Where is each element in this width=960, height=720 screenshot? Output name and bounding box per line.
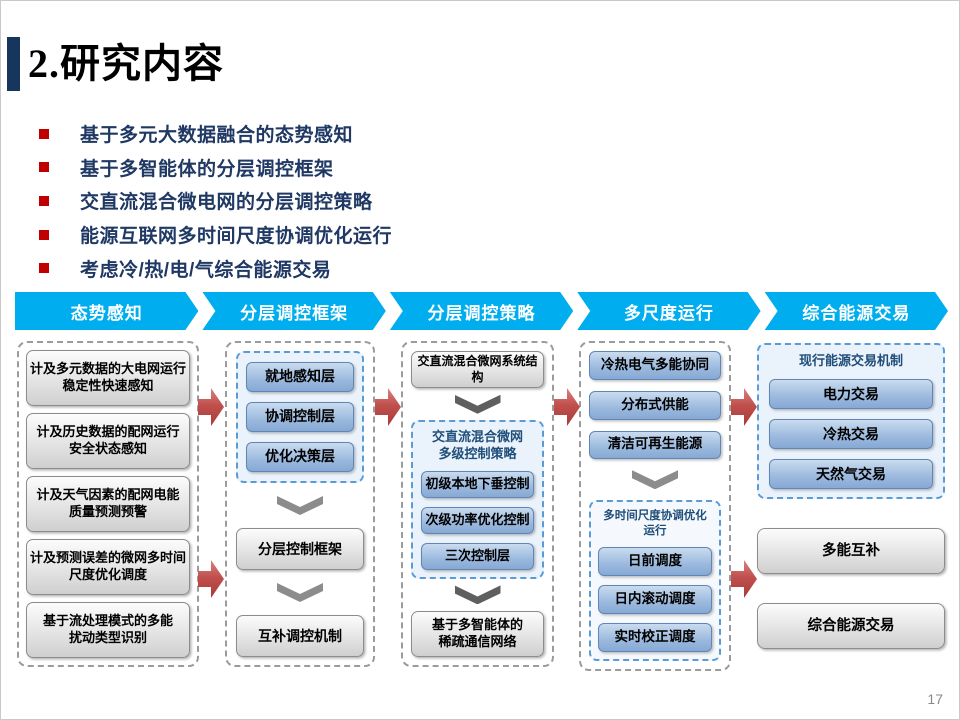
chevron-down-icon bbox=[454, 585, 501, 605]
flow-box: 计及天气因素的配网电能 质量预测预警 bbox=[26, 476, 190, 532]
page-number: 17 bbox=[927, 691, 943, 707]
flow-box: 多能互补 bbox=[757, 528, 945, 575]
flow-box: 协调控制层 bbox=[246, 402, 354, 432]
group-title: 多时间尺度协调优化运行 bbox=[603, 510, 707, 537]
banner-stage-trading: 综合能源交易 bbox=[765, 292, 948, 330]
flow-box: 初级本地下垂控制 bbox=[421, 470, 534, 498]
red-arrow-icon bbox=[731, 560, 757, 598]
bullet-item: 基于多元大数据融合的态势感知 bbox=[39, 117, 392, 151]
bullet-marker bbox=[39, 195, 49, 206]
bullet-list: 基于多元大数据融合的态势感知 基于多智能体的分层调控框架 交直流混合微电网的分层… bbox=[39, 117, 392, 285]
flow-box: 互补调控机制 bbox=[236, 615, 364, 657]
flow-box: 基于流处理模式的多能 扰动类型识别 bbox=[26, 602, 190, 658]
flow-box: 计及预测误差的微网多时间 尺度优化调度 bbox=[26, 539, 190, 595]
red-arrow-icon bbox=[375, 388, 401, 426]
banner-stage-label: 态势感知 bbox=[70, 303, 143, 323]
column-control-strategy: 交直流混合微网系统结构 交直流混合微网 多级控制策略 初级本地下垂控制 次级功率… bbox=[401, 341, 554, 667]
layer-group: 就地感知层 协调控制层 优化决策层 bbox=[236, 351, 364, 483]
bullet-marker bbox=[39, 229, 49, 240]
column-multiscale-operation: 冷热电气多能协同 分布式供能 清洁可再生能源 多时间尺度协调优化运行 日前调度 … bbox=[579, 341, 731, 671]
flow-box: 综合能源交易 bbox=[757, 603, 945, 650]
bullet-item: 能源互联网多时间尺度协调优化运行 bbox=[39, 218, 392, 252]
flow-box: 实时校正调度 bbox=[598, 623, 712, 652]
bullet-text: 交直流混合微电网的分层调控策略 bbox=[80, 192, 373, 214]
banner-stage-operation: 多尺度运行 bbox=[577, 292, 760, 330]
bullet-text: 基于多智能体的分层调控框架 bbox=[80, 158, 334, 180]
banner-stage-label: 综合能源交易 bbox=[802, 303, 911, 323]
column-control-framework: 就地感知层 协调控制层 优化决策层 分层控制框架 互补调控机制 bbox=[225, 341, 375, 667]
bullet-item: 交直流混合微电网的分层调控策略 bbox=[39, 184, 392, 218]
schedule-group: 多时间尺度协调优化运行 日前调度 日内滚动调度 实时校正调度 bbox=[589, 500, 721, 661]
column-situation-awareness: 计及多元数据的大电网运行 稳定性快速感知 计及历史数据的配网运行 安全状态感知 … bbox=[17, 341, 199, 667]
bullet-item: 基于多智能体的分层调控框架 bbox=[39, 151, 392, 185]
banner-stage-strategy: 分层调控策略 bbox=[390, 292, 573, 330]
banner-stage-framework: 分层调控框架 bbox=[202, 292, 385, 330]
group-title: 现行能源交易机制 bbox=[798, 353, 903, 368]
chevron-down-icon bbox=[277, 583, 323, 602]
title-accent-bar bbox=[7, 37, 20, 91]
flow-box: 分布式供能 bbox=[589, 390, 721, 420]
flow-box: 天然气交易 bbox=[769, 459, 933, 490]
banner-stage-situation: 态势感知 bbox=[15, 292, 198, 330]
flow-box: 冷热交易 bbox=[769, 419, 933, 450]
page-title: 2.研究内容 bbox=[28, 41, 224, 86]
chevron-down-icon bbox=[454, 394, 501, 414]
flow-box: 日内滚动调度 bbox=[598, 585, 712, 614]
flow-box: 计及历史数据的配网运行 安全状态感知 bbox=[26, 413, 190, 469]
flow-box: 交直流混合微网系统结构 bbox=[411, 351, 544, 389]
group-title: 交直流混合微网 多级控制策略 bbox=[431, 429, 523, 461]
flow-box: 计及多元数据的大电网运行 稳定性快速感知 bbox=[26, 350, 190, 406]
column-energy-trading: 现行能源交易机制 电力交易 冷热交易 天然气交易 多能互补 综合能源交易 bbox=[757, 343, 945, 650]
bullet-marker bbox=[39, 128, 49, 139]
flow-box: 就地感知层 bbox=[246, 362, 354, 392]
flow-box: 电力交易 bbox=[769, 379, 933, 410]
flow-box: 基于多智能体的 稀疏通信网络 bbox=[411, 611, 544, 657]
flow-box: 日前调度 bbox=[598, 547, 712, 576]
bullet-text: 能源互联网多时间尺度协调优化运行 bbox=[80, 226, 393, 248]
bullet-text: 基于多元大数据融合的态势感知 bbox=[80, 125, 354, 147]
chevron-down-icon bbox=[277, 496, 323, 515]
flow-box: 次级功率优化控制 bbox=[421, 506, 534, 534]
flow-box: 三次控制层 bbox=[421, 542, 534, 570]
banner-stage-label: 分层调控框架 bbox=[240, 303, 349, 323]
flow-box: 清洁可再生能源 bbox=[589, 430, 721, 460]
red-arrow-icon bbox=[198, 560, 224, 598]
multilevel-control-group: 交直流混合微网 多级控制策略 初级本地下垂控制 次级功率优化控制 三次控制层 bbox=[411, 420, 544, 579]
flow-box: 优化决策层 bbox=[246, 442, 354, 472]
red-arrow-icon bbox=[731, 388, 757, 426]
bullet-marker bbox=[39, 263, 49, 274]
bullet-marker bbox=[39, 162, 49, 173]
bullet-text: 考虑冷/热/电/气综合能源交易 bbox=[80, 259, 332, 281]
flow-box: 冷热电气多能协同 bbox=[589, 351, 721, 380]
banner-stage-label: 多尺度运行 bbox=[623, 303, 714, 323]
process-banner: 态势感知 分层调控框架 分层调控策略 多尺度运行 综合能源交易 bbox=[15, 292, 948, 330]
bullet-item: 考虑冷/热/电/气综合能源交易 bbox=[39, 251, 392, 285]
flow-box: 分层控制框架 bbox=[236, 528, 364, 570]
red-arrow-icon bbox=[198, 388, 224, 426]
red-arrow-icon bbox=[554, 388, 580, 426]
chevron-down-icon bbox=[632, 470, 678, 490]
banner-stage-label: 分层调控策略 bbox=[427, 303, 536, 323]
trading-mechanism-group: 现行能源交易机制 电力交易 冷热交易 天然气交易 bbox=[757, 343, 945, 500]
